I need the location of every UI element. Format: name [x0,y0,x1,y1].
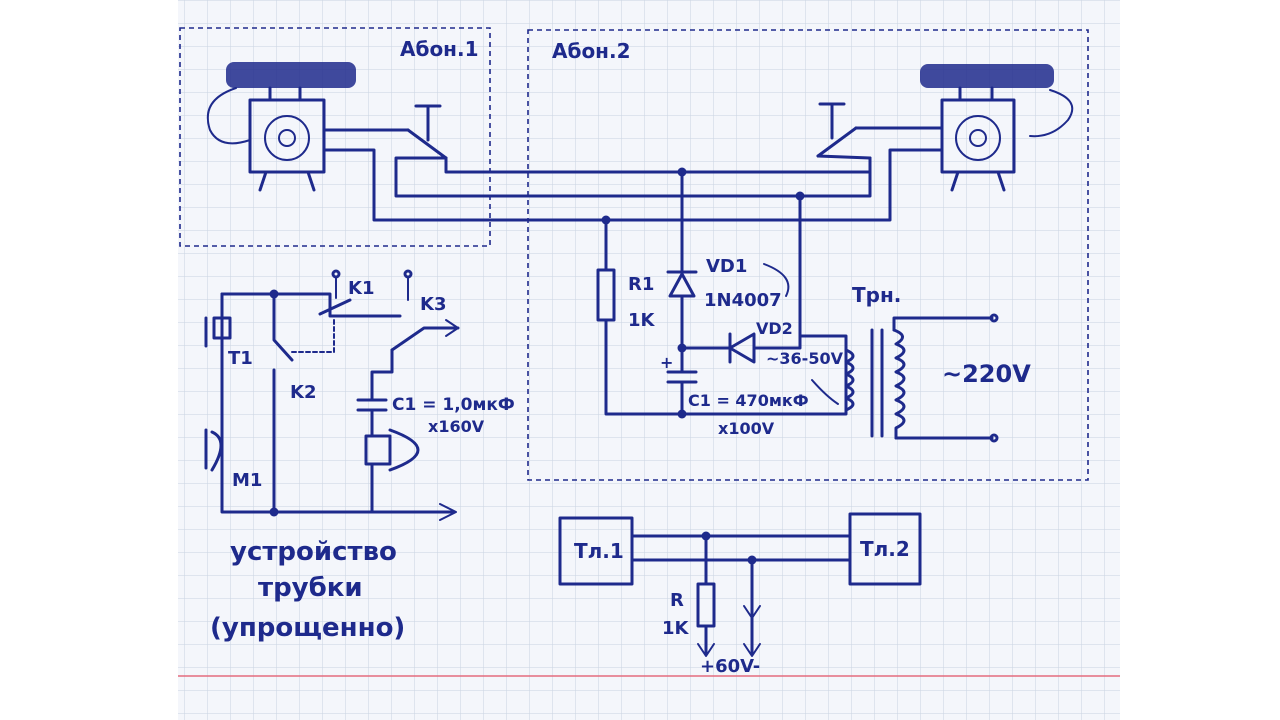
plus-sign: + [660,353,673,372]
r1-label: R1 [628,274,654,295]
vd2-label: VD2 [756,319,793,338]
k1-label: K1 [348,278,374,299]
rotary-dial-icon [264,115,310,161]
ac-high-label: ~220V [942,360,1031,388]
earpiece-t1 [212,316,232,340]
transformer-primary-coil [892,328,906,440]
microphone-m1 [204,428,223,472]
bell-icon [364,434,392,466]
rotary-dial-icon [955,115,1001,161]
m1-label: M1 [232,470,262,491]
c1-left-label: C1 = 1,0мкФ [392,395,515,415]
vd1-type: 1N4007 [704,290,782,311]
hook-switch-icon-right [816,102,858,158]
caption-line-1: устройство [230,537,397,567]
r1-value: 1K [628,310,656,331]
subscriber-1-box [179,27,491,247]
tl1-box [558,516,634,586]
abon2-label: Абон.2 [552,39,631,63]
t1-label: T1 [228,348,253,369]
c1-right-voltage: x100V [718,419,775,438]
vd1-label: VD1 [706,256,747,277]
handset-icon [226,62,356,88]
abon1-label: Абон.1 [400,37,479,61]
handset-circuit [204,269,460,521]
power-supply-circuit [596,170,999,443]
k3-label: K3 [420,294,446,315]
tl1-label: Тл.1 [574,539,624,563]
tl2-label: Тл.2 [860,537,910,561]
caption-line-3: (упрощенно) [210,613,405,643]
tl2-box [848,512,922,586]
ac-low-label: ~36-50V [766,349,844,368]
telephone-icon-left [206,62,356,192]
line-test-circuit [558,512,922,657]
supply-label: +60V- [700,656,760,677]
hook-switch-icon-left [406,104,448,160]
transformer-label: Трн. [852,283,901,307]
c1-right-label: C1 = 470мкФ [688,391,809,410]
handset-icon [920,64,1054,88]
k2-label: K2 [290,382,316,403]
r-bottom-label: R [670,590,684,611]
telephone-icon-right [920,64,1074,192]
transformer-secondary-coil [844,348,855,412]
c1-left-voltage: x160V [428,417,485,436]
subscriber-2-box [527,29,1089,481]
caption-line-2: трубки [258,573,363,603]
r-bottom-value: 1K [662,618,690,639]
